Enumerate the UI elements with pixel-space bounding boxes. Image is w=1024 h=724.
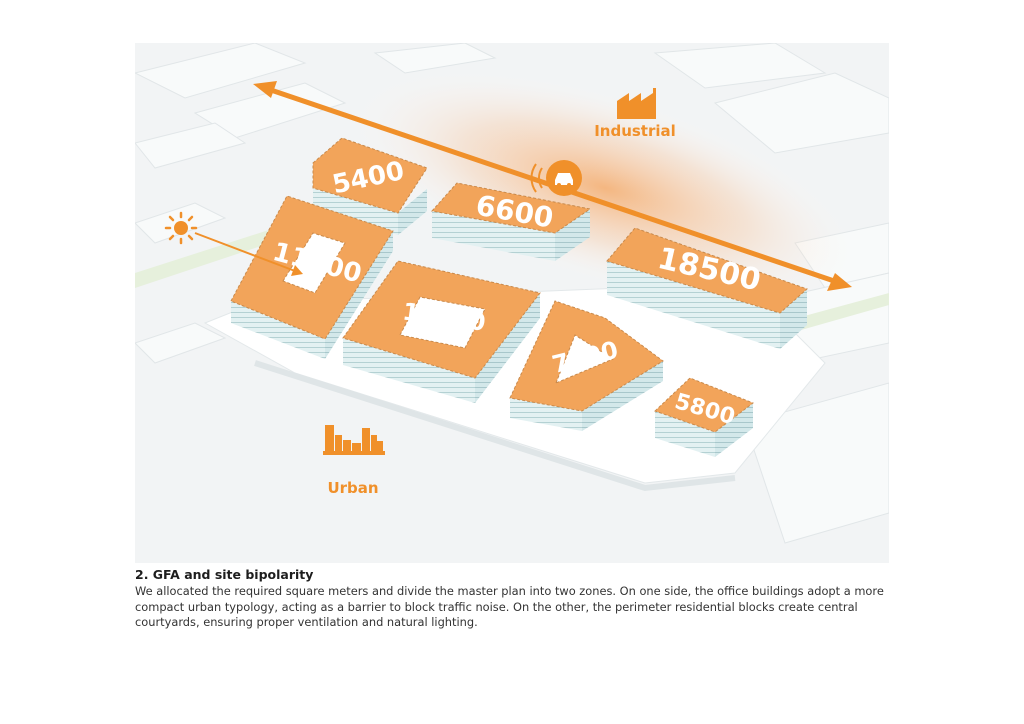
caption-title: 2. GFA and site bipolarity (135, 567, 314, 582)
car-noise-icon (530, 160, 582, 196)
factory-icon (617, 88, 656, 119)
site-diagram: 5400 6600 18500 11000 (135, 43, 889, 563)
sunlight-arrow (194, 232, 303, 276)
green-strip (135, 228, 285, 288)
industrial-label: Industrial (594, 122, 676, 140)
city-icon (323, 425, 385, 455)
caption: 2. GFA and site bipolarity We allocated … (135, 567, 895, 631)
urban-label: Urban (327, 479, 378, 497)
block-12700: 12700 (342, 260, 541, 403)
block-5400: 5400 (312, 137, 428, 235)
site-edge (254, 360, 736, 492)
block-7400: 7400 (509, 300, 664, 431)
block-6600: 6600 (431, 182, 592, 261)
site-axonometric: 5400 6600 18500 11000 (135, 43, 889, 544)
caption-body: We allocated the required square meters … (135, 584, 884, 629)
block-11000: 11000 (230, 195, 394, 359)
block-5800: 5800 (654, 377, 755, 457)
sun-icon (164, 211, 198, 245)
